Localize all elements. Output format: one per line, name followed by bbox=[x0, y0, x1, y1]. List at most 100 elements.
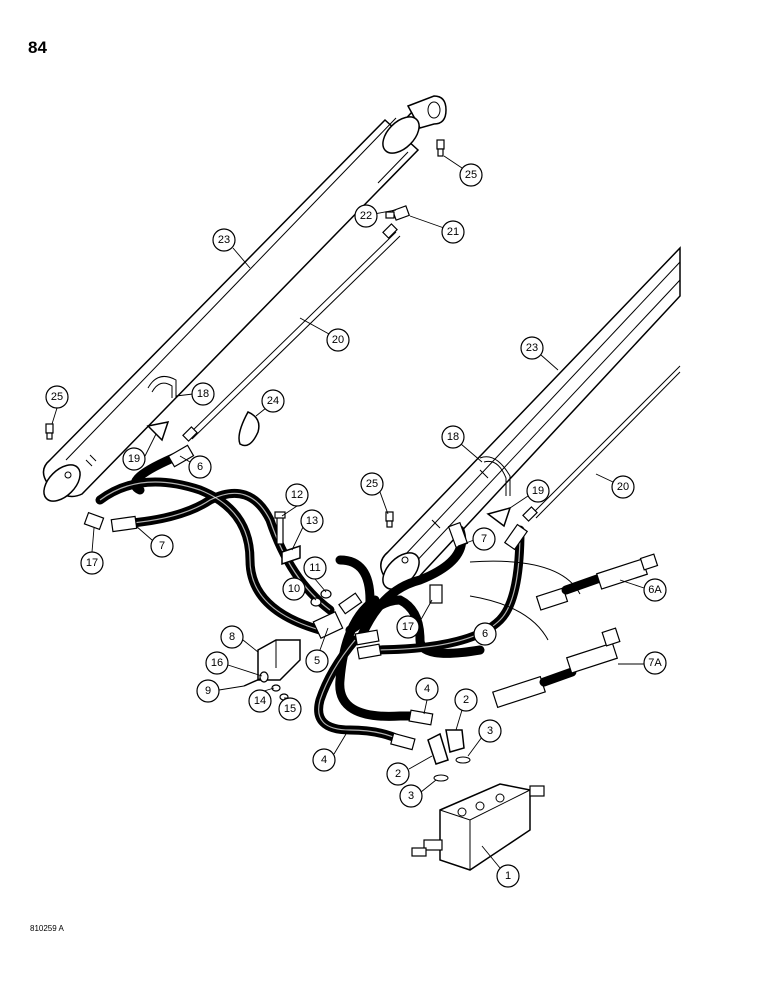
callout-label: 23 bbox=[526, 342, 538, 354]
callout-13: 13 bbox=[300, 509, 324, 533]
callout-label: 6 bbox=[197, 461, 203, 473]
callout-label: 9 bbox=[205, 685, 211, 697]
callout-circle bbox=[526, 479, 550, 503]
callout-circle bbox=[150, 534, 174, 558]
left-cylinder bbox=[42, 95, 447, 502]
callout-circle bbox=[282, 577, 306, 601]
callout-18: 18 bbox=[441, 425, 465, 449]
callout-label: 11 bbox=[309, 562, 320, 574]
callout-circle bbox=[285, 483, 309, 507]
callout-3: 3 bbox=[399, 784, 423, 808]
steel-tube-right bbox=[522, 365, 681, 522]
callout-circle bbox=[441, 220, 465, 244]
callout-20: 20 bbox=[326, 328, 350, 352]
page-number: 84 bbox=[28, 38, 47, 57]
callout-circle bbox=[473, 622, 497, 646]
callout-circle bbox=[459, 163, 483, 187]
callout-circle bbox=[45, 385, 69, 409]
fittings bbox=[45, 139, 512, 604]
hose-6a bbox=[535, 553, 659, 611]
callout-label: 8 bbox=[229, 631, 235, 643]
callout-label: 7 bbox=[481, 533, 487, 545]
callout-label: 17 bbox=[86, 557, 98, 569]
callout-4: 4 bbox=[312, 748, 336, 772]
callout-17: 17 bbox=[80, 551, 104, 575]
callout-label: 21 bbox=[447, 226, 459, 238]
replacement-hoses bbox=[469, 553, 659, 709]
callout-label: 22 bbox=[360, 210, 372, 222]
callout-label: 18 bbox=[197, 388, 209, 400]
callout-circle bbox=[312, 748, 336, 772]
callout-3: 3 bbox=[478, 719, 502, 743]
callout-label: 25 bbox=[366, 478, 378, 490]
callout-11: 11 bbox=[303, 556, 327, 580]
callout-label: 16 bbox=[211, 657, 223, 669]
callout-7: 7 bbox=[472, 527, 496, 551]
callout-label: 6A bbox=[648, 584, 662, 596]
callout-12: 12 bbox=[285, 483, 309, 507]
callout-label: 20 bbox=[617, 481, 629, 493]
callout-6A: 6A bbox=[643, 578, 667, 602]
callout-circle bbox=[520, 336, 544, 360]
callout-15: 15 bbox=[278, 697, 302, 721]
callout-circle bbox=[399, 784, 423, 808]
callout-circle bbox=[611, 475, 635, 499]
callout-19: 19 bbox=[526, 479, 550, 503]
callout-circle bbox=[305, 649, 329, 673]
callout-circle bbox=[122, 447, 146, 471]
callout-25: 25 bbox=[45, 385, 69, 409]
callout-label: 4 bbox=[321, 754, 327, 766]
callout-6: 6 bbox=[188, 455, 212, 479]
callout-circle bbox=[396, 615, 420, 639]
callout-19: 19 bbox=[122, 447, 146, 471]
callout-24: 24 bbox=[261, 389, 285, 413]
callout-circle bbox=[300, 509, 324, 533]
callout-circle bbox=[196, 679, 220, 703]
callout-22: 22 bbox=[354, 204, 378, 228]
callout-circle bbox=[441, 425, 465, 449]
callout-label: 25 bbox=[465, 169, 477, 181]
callout-label: 13 bbox=[306, 515, 318, 527]
callout-21: 21 bbox=[441, 220, 465, 244]
callout-circle bbox=[472, 527, 496, 551]
callout-circle bbox=[191, 382, 215, 406]
callout-7A: 7A bbox=[643, 651, 667, 675]
callout-9: 9 bbox=[196, 679, 220, 703]
callout-label: 18 bbox=[447, 431, 459, 443]
callout-label: 4 bbox=[424, 683, 430, 695]
manifold-and-bracket bbox=[243, 511, 344, 701]
callout-23: 23 bbox=[212, 228, 236, 252]
callout-4: 4 bbox=[415, 677, 439, 701]
control-valve bbox=[411, 729, 545, 871]
callout-circle bbox=[454, 688, 478, 712]
callout-circle bbox=[496, 864, 520, 888]
callout-circle bbox=[188, 455, 212, 479]
callout-circle bbox=[386, 762, 410, 786]
callout-label: 15 bbox=[284, 703, 296, 715]
callout-label: 23 bbox=[218, 234, 230, 246]
callout-circle bbox=[278, 697, 302, 721]
right-cylinder bbox=[380, 246, 681, 590]
callout-10: 10 bbox=[282, 577, 306, 601]
callout-circle bbox=[478, 719, 502, 743]
callout-label: 17 bbox=[402, 621, 414, 633]
callout-label: 10 bbox=[288, 583, 300, 595]
callout-circle bbox=[248, 689, 272, 713]
callout-label: 14 bbox=[254, 695, 266, 707]
callout-20: 20 bbox=[611, 475, 635, 499]
hose-7a bbox=[491, 627, 621, 709]
callout-circle bbox=[80, 551, 104, 575]
callout-circle bbox=[415, 677, 439, 701]
callout-2: 2 bbox=[386, 762, 410, 786]
hoses bbox=[95, 444, 529, 751]
callout-circle bbox=[360, 472, 384, 496]
callout-label: 19 bbox=[532, 485, 544, 497]
callout-label: 12 bbox=[291, 489, 303, 501]
callout-label: 2 bbox=[463, 694, 469, 706]
callout-circle bbox=[643, 651, 667, 675]
callout-14: 14 bbox=[248, 689, 272, 713]
callout-label: 3 bbox=[408, 790, 414, 802]
callout-8: 8 bbox=[220, 625, 244, 649]
callout-label: 5 bbox=[314, 655, 320, 667]
